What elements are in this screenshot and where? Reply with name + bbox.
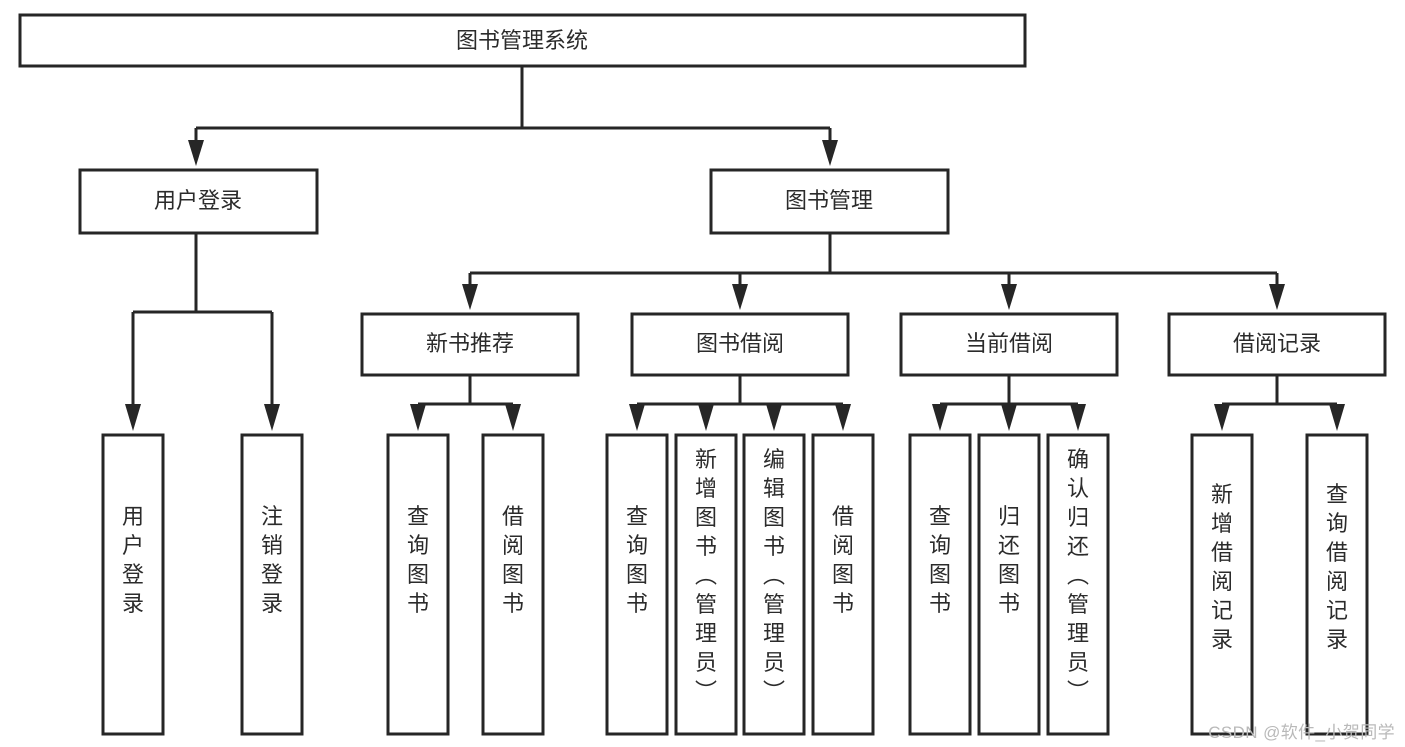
arrow-head-leaf-query-book-2 — [629, 404, 645, 431]
node-leaf-borrow-book-2-label: 借阅图书 — [832, 504, 854, 616]
node-leaf-edit-book-label: 编辑图书︵管理员︶ — [763, 447, 785, 704]
node-leaf-return-book-box[interactable] — [977, 433, 1041, 736]
arrow-head-book-management — [822, 140, 838, 166]
node-leaf-add-book-label: 新增图书︵管理员︶ — [695, 447, 717, 704]
node-user-login[interactable]: 用户登录 — [78, 168, 319, 235]
node-leaf-query-record[interactable]: 查询借阅记录 — [1305, 433, 1369, 736]
node-leaf-logout-login-label: 注销登录 — [261, 504, 283, 616]
node-root[interactable]: 图书管理系统 — [18, 13, 1027, 68]
node-leaf-return-book[interactable]: 归还图书 — [977, 433, 1041, 736]
node-new-book-recommend[interactable]: 新书推荐 — [360, 312, 580, 377]
node-leaf-confirm-return-label: 确认归还︵管理员︶ — [1067, 447, 1089, 704]
node-leaf-add-record-label: 新增借阅记录 — [1211, 482, 1233, 652]
node-leaf-query-book-3[interactable]: 查询图书 — [908, 433, 972, 736]
node-book-management[interactable]: 图书管理 — [709, 168, 950, 235]
node-leaf-logout-login-box[interactable] — [240, 433, 304, 736]
node-leaf-return-book-label: 归还图书 — [998, 504, 1020, 616]
node-current-borrow-box[interactable] — [899, 312, 1119, 377]
node-leaf-logout-login[interactable]: 注销登录 — [240, 433, 304, 736]
arrow-head-leaf-confirm-return — [1070, 404, 1086, 431]
arrow-head-leaf-query-record — [1329, 404, 1345, 431]
node-book-borrow-box[interactable] — [630, 312, 850, 377]
node-book-management-label: 图书管理 — [785, 188, 873, 213]
node-leaf-add-book-box[interactable] — [674, 433, 738, 736]
node-borrow-record-box[interactable] — [1167, 312, 1387, 377]
arrow-head-book-borrow — [732, 284, 748, 310]
arrow-head-leaf-return-book — [1001, 404, 1017, 431]
arrow-head-leaf-edit-book — [766, 404, 782, 431]
connector-layer — [125, 66, 1345, 431]
arrow-head-leaf-query-book-1 — [410, 404, 426, 431]
node-new-book-recommend-box[interactable] — [360, 312, 580, 377]
node-leaf-query-book-1[interactable]: 查询图书 — [386, 433, 450, 736]
node-root-box[interactable] — [18, 13, 1027, 68]
node-leaf-borrow-book-2-box[interactable] — [811, 433, 875, 736]
node-leaf-borrow-book-2[interactable]: 借阅图书 — [811, 433, 875, 736]
arrow-head-user-login — [188, 140, 204, 166]
node-leaf-query-book-3-box[interactable] — [908, 433, 972, 736]
arrow-head-leaf-add-book — [698, 404, 714, 431]
node-leaf-query-book-2-box[interactable] — [605, 433, 669, 736]
node-current-borrow-label: 当前借阅 — [965, 331, 1053, 356]
arrow-head-new-book-recommend — [462, 284, 478, 310]
arrow-head-leaf-borrow-book-2 — [835, 404, 851, 431]
node-leaf-query-book-2-label: 查询图书 — [626, 504, 648, 616]
node-leaf-add-record[interactable]: 新增借阅记录 — [1190, 433, 1254, 736]
node-leaf-query-record-label: 查询借阅记录 — [1326, 482, 1348, 652]
node-user-login-box[interactable] — [78, 168, 319, 235]
arrow-head-leaf-user-login — [125, 404, 141, 431]
node-root-label: 图书管理系统 — [456, 28, 588, 53]
node-leaf-query-book-3-label: 查询图书 — [929, 504, 951, 616]
node-leaf-confirm-return-box[interactable] — [1046, 433, 1110, 736]
arrow-head-leaf-borrow-book-1 — [505, 404, 521, 431]
node-leaf-user-login-box[interactable] — [101, 433, 165, 736]
node-new-book-recommend-label: 新书推荐 — [426, 331, 514, 356]
node-leaf-query-book-1-box[interactable] — [386, 433, 450, 736]
node-leaf-borrow-book-1[interactable]: 借阅图书 — [481, 433, 545, 736]
node-book-management-box[interactable] — [709, 168, 950, 235]
node-leaf-edit-book[interactable]: 编辑图书︵管理员︶ — [742, 433, 806, 736]
arrow-head-borrow-record — [1269, 284, 1285, 310]
arrow-head-leaf-logout-login — [264, 404, 280, 431]
node-user-login-label: 用户登录 — [154, 188, 242, 213]
node-leaf-confirm-return[interactable]: 确认归还︵管理员︶ — [1046, 433, 1110, 736]
node-leaf-query-book-2[interactable]: 查询图书 — [605, 433, 669, 736]
node-borrow-record[interactable]: 借阅记录 — [1167, 312, 1387, 377]
arrow-head-current-borrow — [1001, 284, 1017, 310]
node-leaf-query-record-box[interactable] — [1305, 433, 1369, 736]
node-leaf-borrow-book-1-box[interactable] — [481, 433, 545, 736]
node-leaf-edit-book-box[interactable] — [742, 433, 806, 736]
node-book-borrow-label: 图书借阅 — [696, 331, 784, 356]
node-leaf-borrow-book-1-label: 借阅图书 — [502, 504, 524, 616]
node-leaf-add-book[interactable]: 新增图书︵管理员︶ — [674, 433, 738, 736]
node-leaf-user-login[interactable]: 用户登录 — [101, 433, 165, 736]
arrow-head-leaf-query-book-3 — [932, 404, 948, 431]
node-leaf-query-book-1-label: 查询图书 — [407, 504, 429, 616]
node-leaf-add-record-box[interactable] — [1190, 433, 1254, 736]
node-leaf-user-login-label: 用户登录 — [122, 504, 144, 616]
node-current-borrow[interactable]: 当前借阅 — [899, 312, 1119, 377]
arrow-head-leaf-add-record — [1214, 404, 1230, 431]
node-book-borrow[interactable]: 图书借阅 — [630, 312, 850, 377]
node-borrow-record-label: 借阅记录 — [1233, 331, 1321, 356]
